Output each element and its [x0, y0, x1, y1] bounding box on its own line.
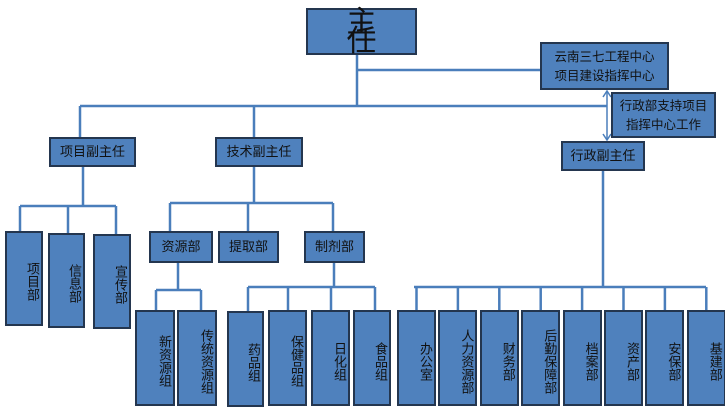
- group-label: 日化组: [331, 341, 346, 381]
- admin-dept-label: 人力资源部: [458, 328, 474, 394]
- group-box: 食品组: [353, 310, 391, 406]
- group-box: 保健品组: [268, 310, 307, 406]
- group-label: 传统资源组: [198, 328, 213, 394]
- dept-box: 宣传部: [93, 234, 131, 329]
- admin-deputy-label: 行政副主任: [570, 148, 636, 164]
- support-note-line: 行政部支持项目: [619, 98, 708, 113]
- project-center-box: 云南三七工程中心 项目建设指挥中心: [540, 42, 669, 90]
- technical-deputy-label: 技术副主任: [226, 144, 292, 160]
- admin-dept-label: 档案部: [582, 341, 598, 381]
- admin-deputy-box: 行政副主任: [561, 141, 645, 171]
- dept-label: 项目部: [24, 262, 39, 301]
- admin-dept-label: 办公室: [417, 341, 432, 381]
- group-label: 食品组: [372, 341, 387, 381]
- group-label: 药品组: [245, 342, 260, 382]
- admin-dept-box: 财务部: [479, 310, 519, 406]
- dept-box: 项目部: [5, 231, 43, 326]
- admin-dept-box: 人力资源部: [438, 310, 478, 406]
- group-box: 日化组: [311, 310, 350, 406]
- group-label: 保健品组: [288, 335, 303, 387]
- admin-dept-label: 资产部: [624, 341, 639, 381]
- admin-dept-box: 档案部: [562, 310, 602, 406]
- dept-label: 宣传部: [112, 265, 127, 304]
- group-box: 药品组: [227, 311, 264, 407]
- group-label: 新资源组: [156, 335, 171, 387]
- support-note-line: 指挥中心工作: [625, 117, 701, 132]
- dept-box: 制剂部: [304, 231, 365, 263]
- group-box: 新资源组: [135, 310, 175, 406]
- director-label: 主 任: [346, 4, 391, 59]
- admin-dept-label: 财务部: [499, 341, 515, 381]
- dept-label: 提取部: [228, 239, 268, 255]
- admin-dept-box: 办公室: [397, 310, 436, 406]
- admin-dept-label: 后勤保障部: [541, 328, 557, 394]
- admin-dept-box: 基建部: [686, 310, 725, 406]
- group-box: 传统资源组: [177, 310, 217, 406]
- dept-box: 资源部: [149, 231, 213, 263]
- admin-dept-label: 安保部: [665, 341, 681, 381]
- support-note-box: 行政部支持项目 指挥中心工作: [611, 92, 716, 138]
- director-box: 主 任: [306, 4, 417, 59]
- project-center-line: 项目建设指挥中心: [554, 68, 655, 83]
- dept-box: 信息部: [48, 233, 85, 328]
- admin-dept-box: 安保部: [645, 310, 685, 406]
- dept-box: 提取部: [218, 231, 279, 263]
- dept-label: 制剂部: [314, 239, 354, 255]
- admin-dept-box: 后勤保障部: [521, 310, 561, 406]
- project-deputy-box: 项目副主任: [49, 137, 136, 167]
- admin-dept-label: 基建部: [706, 341, 722, 381]
- admin-dept-box: 资产部: [604, 310, 643, 406]
- project-center-line: 云南三七工程中心: [554, 49, 655, 64]
- dept-label: 资源部: [161, 239, 201, 255]
- dept-label: 信息部: [66, 264, 81, 303]
- project-deputy-label: 项目副主任: [59, 144, 125, 160]
- technical-deputy-box: 技术副主任: [215, 137, 303, 167]
